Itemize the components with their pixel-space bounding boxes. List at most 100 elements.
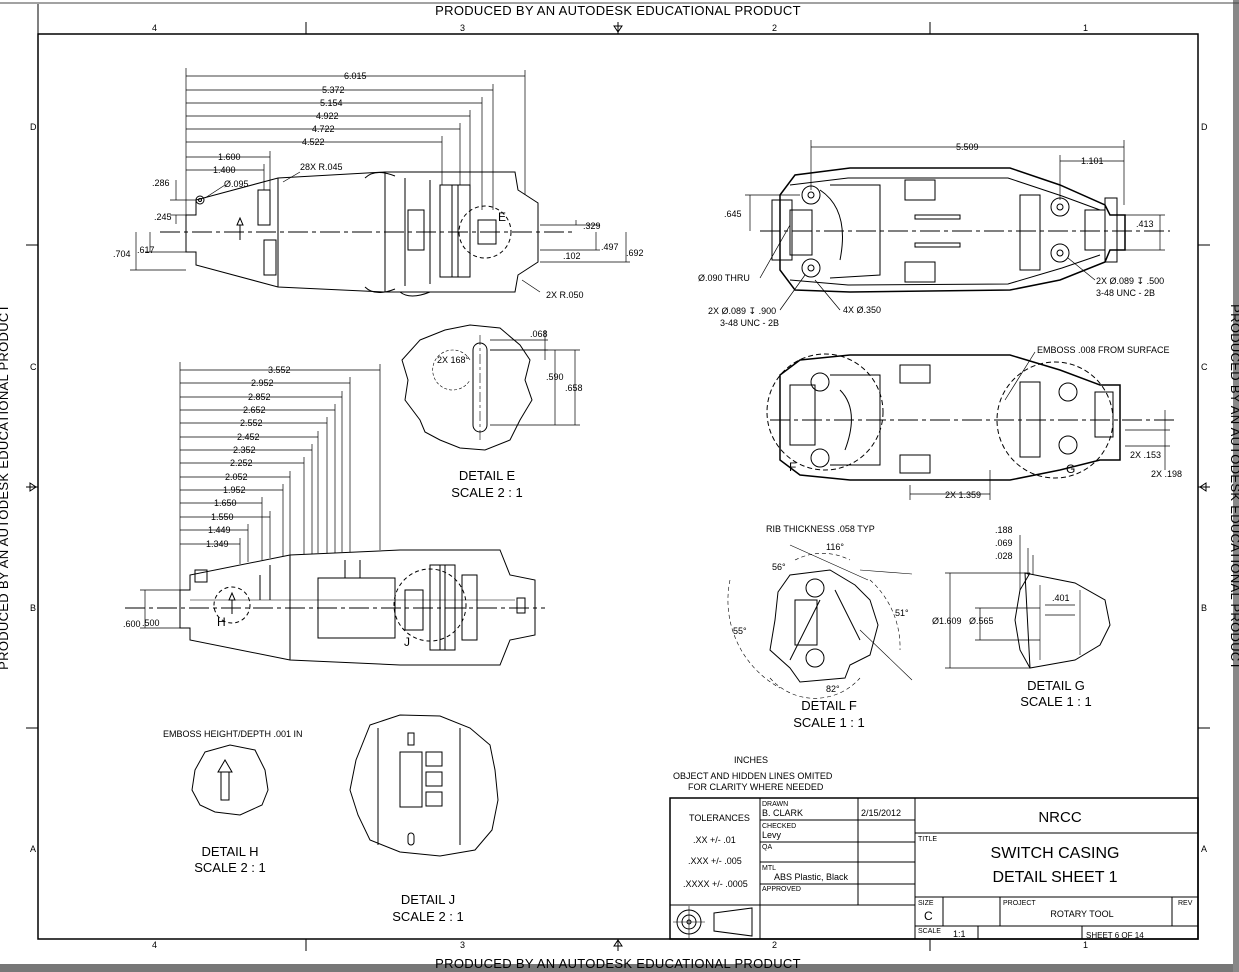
- detail-g-labels: .188 .069 .028 .401 Ø1.609 Ø.565 DETAIL …: [932, 525, 1092, 709]
- dimension-label: 1.550: [211, 512, 234, 522]
- dimension-label: 4X Ø.350: [843, 305, 881, 315]
- dimension-label: 28X R.045: [300, 162, 343, 172]
- zone-label: C: [30, 362, 37, 372]
- tolerance-xxxx: .XXXX +/- .0005: [683, 879, 748, 889]
- dimension-label: 1.400: [213, 165, 236, 175]
- checked-by: Levy: [762, 830, 782, 840]
- zone-label: 2: [772, 940, 777, 950]
- size-label: SIZE: [918, 900, 934, 907]
- drawn-label: DRAWN: [762, 801, 788, 808]
- zone-label: C: [1201, 362, 1208, 372]
- drawn-by: B. CLARK: [762, 808, 803, 818]
- general-notes: INCHES OBJECT AND HIDDEN LINES OMITED FO…: [673, 755, 833, 792]
- detail-j-scale: SCALE 2 : 1: [392, 909, 464, 924]
- zone-label: 1: [1083, 23, 1088, 33]
- dimension-label: .658: [565, 383, 583, 393]
- tolerance-xxx: .XXX +/- .005: [688, 856, 742, 866]
- zone-label: 4: [152, 23, 157, 33]
- dimension-label: Ø.095: [224, 179, 249, 189]
- units-note: INCHES: [734, 755, 768, 765]
- emboss-height-note: EMBOSS HEIGHT/DEPTH .001 IN: [163, 729, 303, 739]
- zone-label: 4: [152, 940, 157, 950]
- zone-label: D: [30, 122, 37, 132]
- size-value: C: [924, 909, 933, 923]
- dimension-label: 2.352: [233, 445, 256, 455]
- view-top-left: [130, 68, 630, 297]
- zone-label: 3: [460, 940, 465, 950]
- dimension-label: .590: [546, 372, 564, 382]
- callout-g: G: [1066, 462, 1075, 476]
- dimension-label: 2X Ø.089 ↧ .500: [1096, 276, 1164, 286]
- dimension-label: 2.552: [240, 418, 263, 428]
- detail-e-labels: .068 2X 168° .590 .658 DETAIL E SCALE 2 …: [437, 329, 583, 500]
- dimension-label: 4.722: [312, 124, 335, 134]
- dimension-label: .704: [113, 249, 131, 259]
- dimension-label: 3-48 UNC - 2B: [720, 318, 779, 328]
- material-label: MTL: [762, 865, 776, 872]
- zone-labels: 4 3 2 1 4 3 2 1 D C B A D C B A: [30, 23, 1208, 950]
- dimension-label: 2.852: [248, 392, 271, 402]
- detail-e-scale: SCALE 2 : 1: [451, 485, 523, 500]
- detail-h-title: DETAIL H: [201, 844, 258, 859]
- tolerances-label: TOLERANCES: [689, 813, 750, 823]
- dimension-label: 2.652: [243, 405, 266, 415]
- dimension-label: 2X Ø.089 ↧ .900: [708, 306, 776, 316]
- angle-label: 82°: [826, 684, 840, 694]
- dimension-label: .500: [142, 618, 160, 628]
- detail-h: [191, 744, 269, 816]
- detail-f-labels: RIB THICKNESS .058 TYP 116° 56° 55° 51° …: [733, 524, 909, 730]
- dimension-label: .188: [995, 525, 1013, 535]
- qa-label: QA: [762, 844, 772, 851]
- material-value: ABS Plastic, Black: [774, 872, 849, 882]
- dimension-label: .413: [1136, 219, 1154, 229]
- detail-h-scale: SCALE 2 : 1: [194, 860, 266, 875]
- detail-j-labels: DETAIL J SCALE 2 : 1: [392, 892, 464, 924]
- drawing-title-line-2: DETAIL SHEET 1: [992, 869, 1117, 886]
- zone-label: 1: [1083, 940, 1088, 950]
- detail-g: [945, 535, 1111, 669]
- dimension-label: .286: [152, 178, 170, 188]
- title-label: TITLE: [918, 836, 937, 843]
- watermark-bottom: PRODUCED BY AN AUTODESK EDUCATIONAL PROD…: [435, 956, 801, 971]
- dimension-label: .497: [601, 242, 619, 252]
- watermark-top: PRODUCED BY AN AUTODESK EDUCATIONAL PROD…: [435, 3, 801, 18]
- view-top-right: [745, 140, 1170, 311]
- detail-h-labels: EMBOSS HEIGHT/DEPTH .001 IN DETAIL H SCA…: [163, 729, 303, 875]
- zone-label: B: [30, 603, 36, 613]
- callout-h: H: [217, 615, 226, 629]
- dimension-label: .600: [123, 619, 141, 629]
- rib-thickness-note: RIB THICKNESS .058 TYP: [766, 524, 875, 534]
- dimension-label: 2.052: [225, 472, 248, 482]
- note-line-1: OBJECT AND HIDDEN LINES OMITED: [673, 771, 833, 781]
- drawing-border: [26, 4, 1210, 951]
- callout-e: E: [498, 210, 506, 224]
- watermark-right: PRODUCED BY AN AUTODESK EDUCATIONAL PROD…: [1228, 304, 1239, 670]
- dimension-label: .245: [154, 212, 172, 222]
- dimension-label: 2X R.050: [546, 290, 584, 300]
- dimension-label: 1.952: [223, 485, 246, 495]
- angle-label: 51°: [895, 608, 909, 618]
- view-mid-right: [766, 351, 1175, 500]
- tolerance-xx: .XX +/- .01: [693, 835, 736, 845]
- checked-label: CHECKED: [762, 823, 796, 830]
- detail-e-title: DETAIL E: [459, 468, 516, 483]
- dimension-label: .102: [563, 251, 581, 261]
- dimension-label: 1.449: [208, 525, 231, 535]
- dimension-label: 5.509: [956, 142, 979, 152]
- scale-label: SCALE: [918, 928, 941, 935]
- project-label: PROJECT: [1003, 900, 1036, 907]
- detail-j: [349, 714, 499, 857]
- dimension-label: 2.952: [251, 378, 274, 388]
- view-top-right-dims: 5.509 1.101 .645 .413 Ø.090 THRU 2X Ø.08…: [698, 142, 1164, 328]
- project-value: ROTARY TOOL: [1050, 909, 1113, 919]
- angle-label: 116°: [826, 542, 844, 552]
- note-line-2: FOR CLARITY WHERE NEEDED: [688, 782, 824, 792]
- dimension-label: 1.600: [218, 152, 241, 162]
- zone-label: A: [30, 844, 36, 854]
- detail-f-title: DETAIL F: [801, 698, 857, 713]
- dimension-label: 2X .153: [1130, 450, 1161, 460]
- callout-j: J: [404, 635, 410, 649]
- rev-label: REV: [1178, 900, 1193, 907]
- view-mid-left-dims: 3.552 2.952 2.852 2.652 2.552 2.452 2.35…: [123, 365, 410, 649]
